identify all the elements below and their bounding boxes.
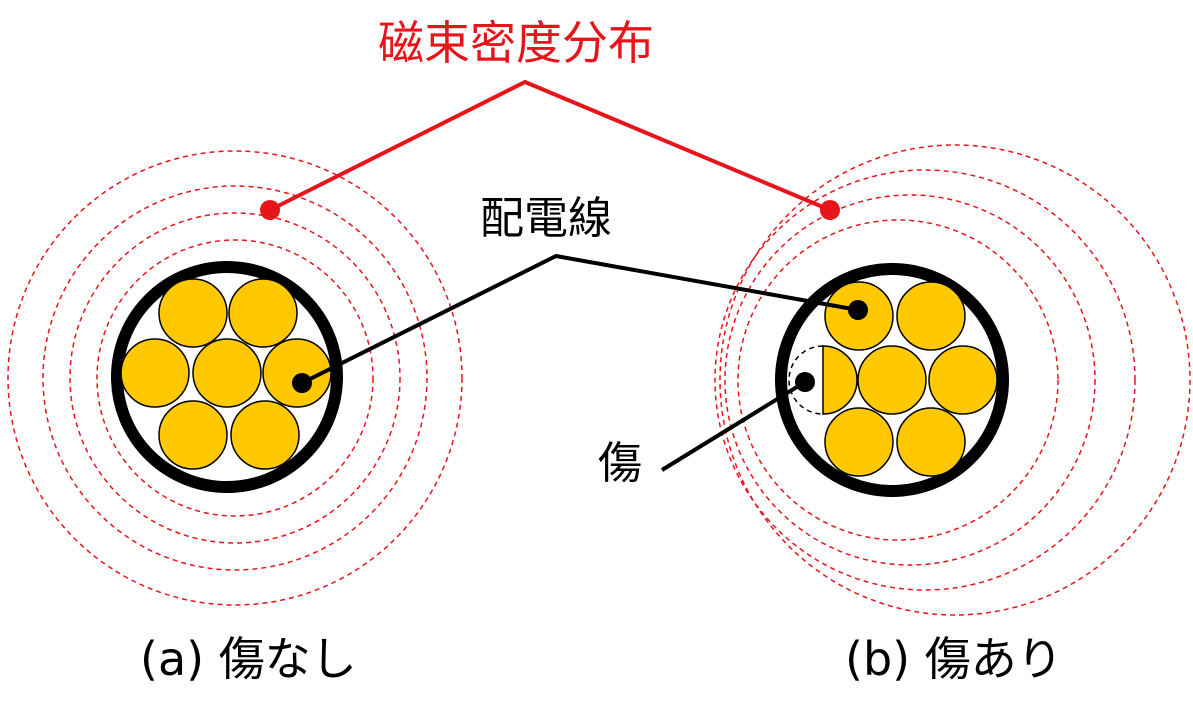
flux-ring — [719, 144, 1191, 616]
strand — [158, 400, 228, 470]
strands-b — [822, 281, 998, 477]
wire-point-b — [848, 300, 868, 320]
damage-point — [795, 372, 815, 392]
strands-a — [120, 278, 332, 470]
flux-ring — [69, 212, 401, 544]
strand — [896, 281, 966, 351]
damage-label: 傷 — [598, 438, 642, 489]
damage-leader — [660, 372, 815, 472]
wire-leader-line — [301, 253, 859, 385]
strand — [230, 400, 300, 470]
flux-ring — [7, 150, 463, 606]
flux-rings-b — [714, 144, 1191, 616]
flux-rings-a — [7, 150, 463, 606]
flux-ring — [724, 194, 1096, 566]
flux-density-title: 磁束密度分布 — [378, 16, 654, 70]
cable-b — [775, 263, 1009, 497]
wire-label: 配電線 — [480, 193, 612, 244]
strand — [228, 278, 298, 348]
damage-leader-line — [660, 380, 807, 472]
strand — [857, 345, 927, 415]
flux-ring — [96, 239, 374, 517]
strand — [158, 278, 228, 348]
strand — [192, 338, 262, 408]
wire-leader — [292, 253, 868, 393]
caption-no-damage: (a) 傷なし — [140, 632, 357, 686]
strand — [262, 338, 332, 408]
strand — [928, 345, 998, 415]
flux-ring — [737, 219, 1059, 541]
damage-outline — [788, 345, 824, 415]
strand — [824, 407, 894, 477]
flux-point-a — [260, 200, 280, 220]
flux-leader — [260, 79, 840, 220]
wire-point-a — [292, 373, 312, 393]
caption-with-damage: (b) 傷あり — [845, 632, 1063, 686]
strand — [120, 338, 190, 408]
cable-a — [111, 261, 343, 493]
strand — [896, 407, 966, 477]
damaged-strand — [822, 345, 858, 415]
flux-point-b — [820, 200, 840, 220]
flux-leader-line — [269, 79, 831, 212]
flux-ring — [714, 169, 1136, 591]
flux-ring — [42, 185, 428, 571]
